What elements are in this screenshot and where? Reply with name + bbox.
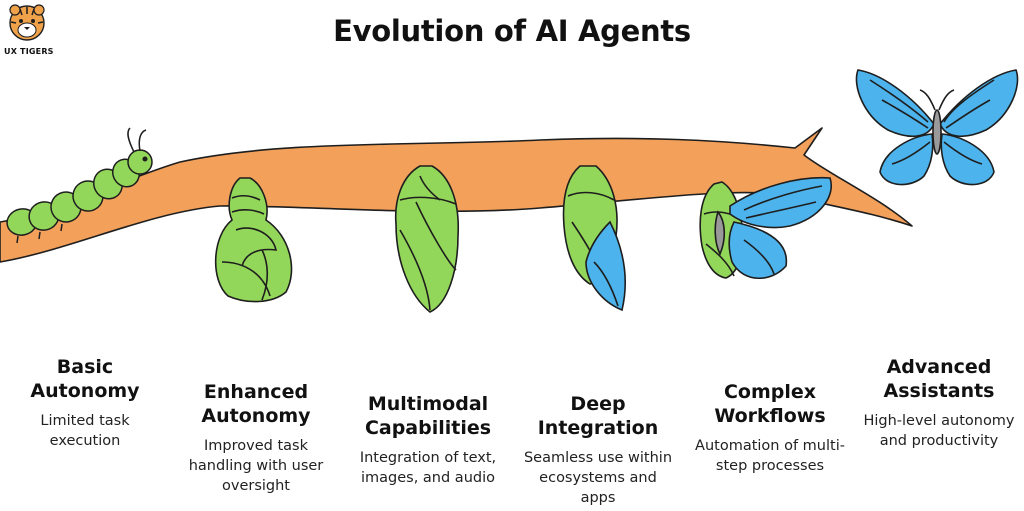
stage-title: Multimodal Capabilities	[364, 393, 492, 439]
brand: UX TIGERS	[4, 2, 54, 56]
stage-multimodal-capabilities: Multimodal Capabilities Integration of t…	[343, 392, 513, 488]
stage-title: Complex Workflows	[714, 381, 826, 427]
stage-enhanced-autonomy: Enhanced Autonomy Improved task handling…	[171, 380, 341, 496]
branch	[0, 127, 913, 263]
brand-name: UX TIGERS	[4, 47, 54, 56]
caterpillar-icon	[6, 127, 153, 244]
emerging-butterfly-icon	[699, 176, 832, 279]
tiger-face-icon	[9, 4, 45, 41]
stage-description: High-level autonomy and productivity	[863, 413, 1015, 449]
stage-description: Seamless use within ecosystems and apps	[523, 450, 673, 506]
stage-description: Improved task handling with user oversig…	[188, 438, 324, 494]
stage-description: Limited task execution	[40, 413, 130, 449]
chrysalis-wing-icon	[562, 165, 627, 312]
stage-description: Integration of text, images, and audio	[359, 450, 497, 486]
stage-basic-autonomy: Basic Autonomy Limited task execution	[0, 355, 170, 451]
page-title: Evolution of AI Agents	[333, 14, 691, 48]
stage-title: Basic Autonomy	[30, 356, 140, 402]
stage-complex-workflows: Complex Workflows Automation of multi- s…	[685, 380, 855, 476]
stage-deep-integration: Deep Integration Seamless use within eco…	[513, 392, 683, 508]
chrysalis-icon-2	[394, 165, 460, 313]
chrysalis-icon	[214, 177, 293, 303]
stage-title: Advanced Assistants	[883, 356, 995, 402]
stage-advanced-assistants: Advanced Assistants High-level autonomy …	[854, 355, 1024, 451]
stage-description: Automation of multi- step processes	[695, 438, 845, 474]
stage-title: Enhanced Autonomy	[201, 381, 311, 427]
stage-title: Deep Integration	[537, 393, 659, 439]
butterfly-icon	[855, 69, 1019, 186]
